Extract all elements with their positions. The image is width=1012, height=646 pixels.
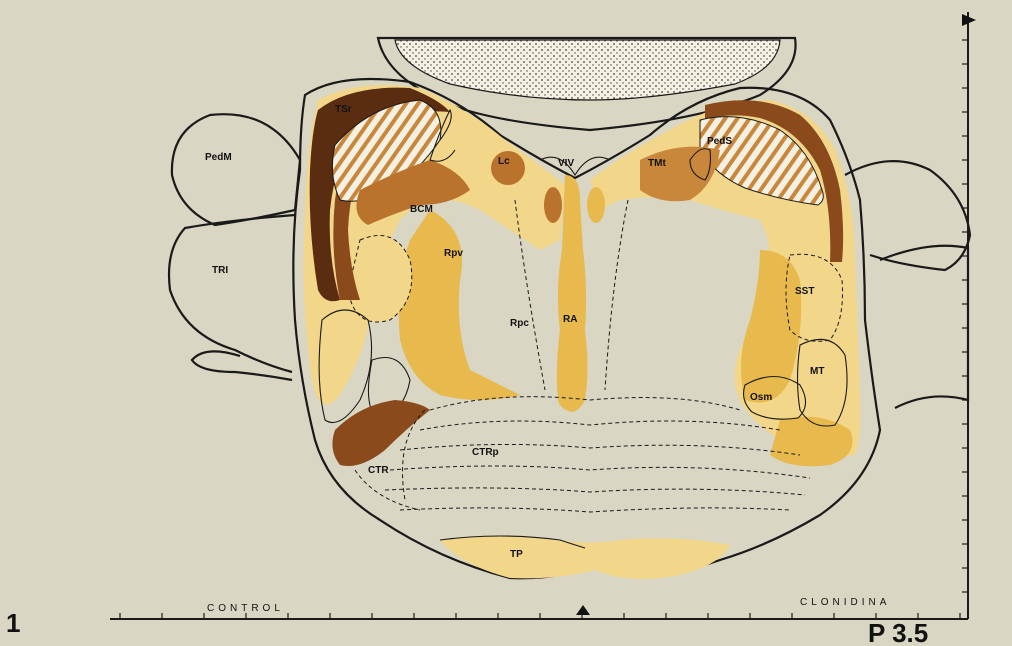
section-level: P 3.5 (868, 618, 928, 646)
left-side-label: CONTROL (207, 603, 284, 614)
label-rpv: Rpv (444, 248, 463, 259)
label-tmt: TMt (648, 158, 666, 169)
label-ctr: CTR (368, 465, 389, 476)
label-peds: PedS (707, 136, 732, 147)
right-side-label: CLONIDINA (800, 597, 890, 608)
figure-number: 1 (6, 608, 20, 638)
label-osm: Osm (750, 392, 772, 403)
label-tp: TP (510, 549, 523, 560)
label-mt: MT (810, 366, 824, 377)
label-ra: RA (563, 314, 577, 325)
label-lc: Lc (498, 156, 510, 167)
label-pedm: PedM (205, 152, 232, 163)
label-tsr: TSr (335, 104, 352, 115)
label-ctrp: CTRp (472, 447, 499, 458)
label-rpc: Rpc (510, 318, 529, 329)
label-sst: SST (795, 286, 814, 297)
label-viv: VIV (558, 158, 574, 169)
label-bcm: BCM (410, 204, 433, 215)
label-tri: TRI (212, 265, 228, 276)
